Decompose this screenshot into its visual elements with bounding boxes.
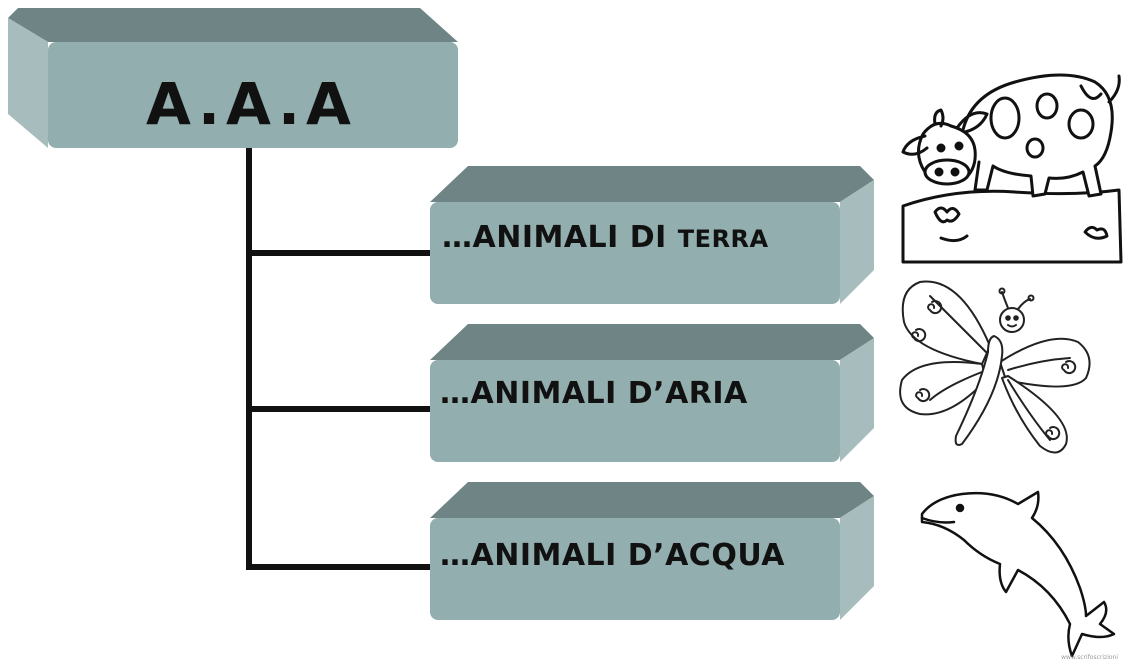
watermark-text: www.scrifoscrizioni: [1061, 654, 1118, 661]
tree-trunk-line: [246, 148, 252, 570]
branch-box-acqua-shape: [430, 482, 874, 620]
branch-label-aria: …ANIMALI D’ARIA: [440, 376, 748, 411]
root-box-shape: [8, 8, 458, 148]
branch-box-terra-shape: [430, 166, 874, 304]
branch-line-acqua: [246, 564, 432, 570]
branch-label-terra: …ANIMALI DI TERRA: [442, 220, 769, 255]
branch-box-aria: …ANIMALI D’ARIA: [430, 324, 876, 464]
branch-line-aria: [246, 406, 432, 412]
branch-box-acqua: …ANIMALI D’ACQUA: [430, 482, 876, 622]
branch-box-terra: …ANIMALI DI TERRA: [430, 166, 876, 306]
root-box: A.A.A: [8, 8, 460, 154]
branch-line-terra: [246, 250, 432, 256]
branch-label-terra-prefix: …ANIMALI DI: [442, 220, 678, 255]
branch-label-acqua: …ANIMALI D’ACQUA: [440, 538, 785, 573]
butterfly-icon: [890, 276, 1096, 466]
cow-icon: [895, 62, 1123, 268]
branch-box-aria-shape: [430, 324, 874, 462]
branch-label-terra-suffix: TERRA: [677, 225, 769, 253]
dolphin-icon: [914, 484, 1118, 660]
root-label: A.A.A: [146, 70, 357, 138]
